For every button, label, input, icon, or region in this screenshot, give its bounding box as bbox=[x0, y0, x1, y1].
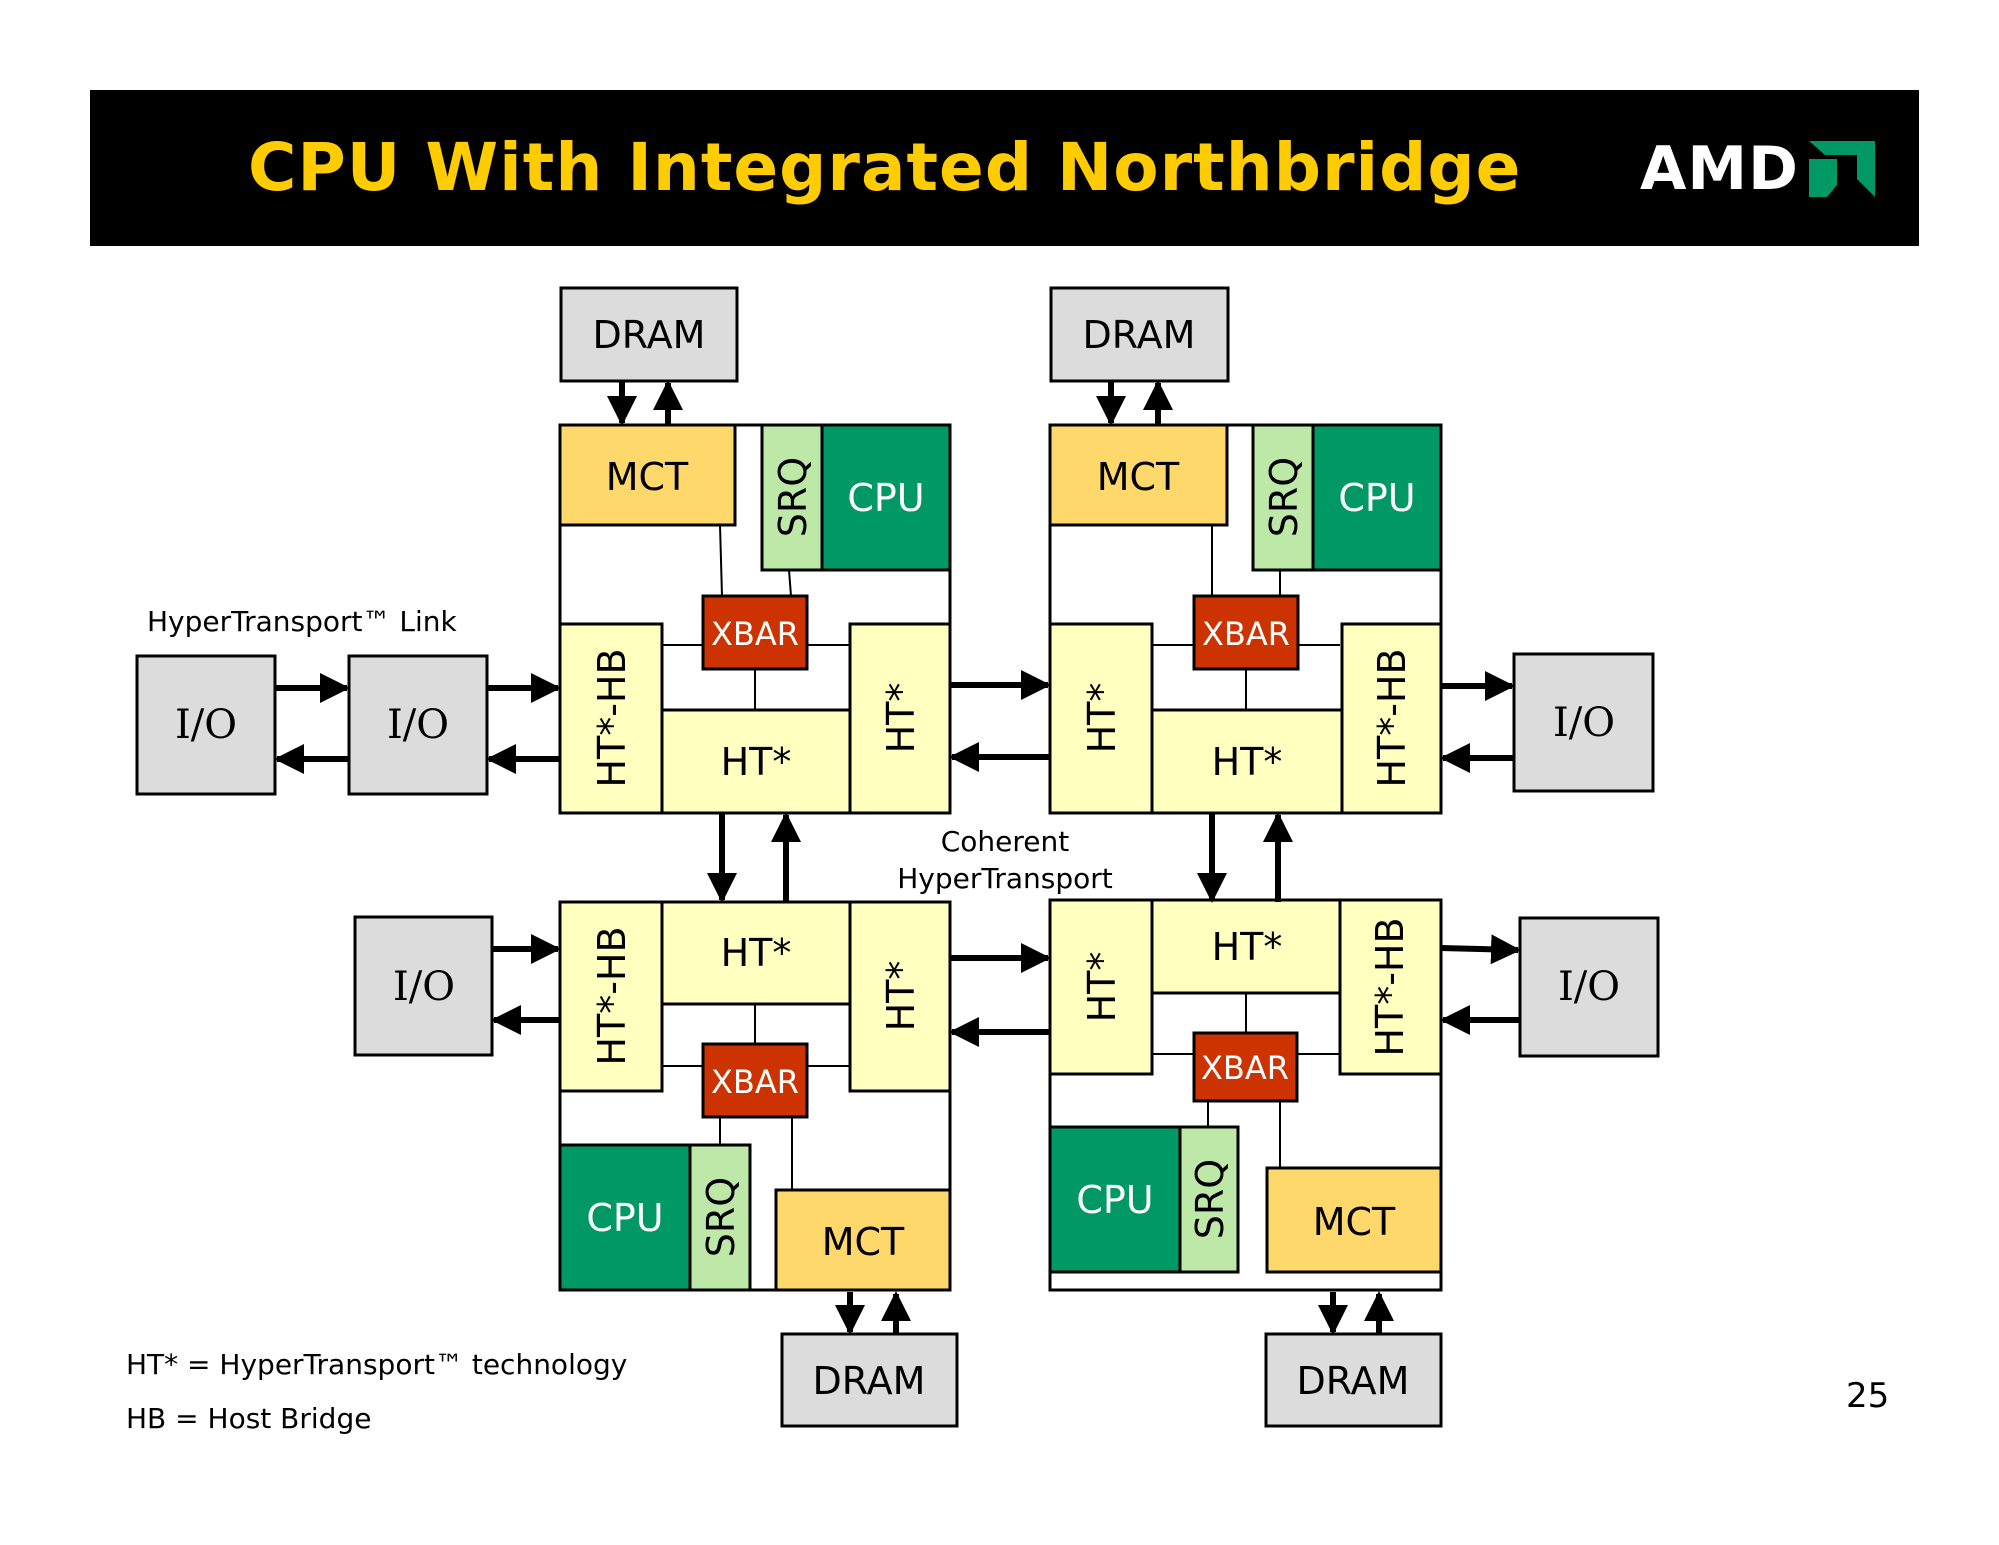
srq-label: SRQ bbox=[699, 1177, 743, 1257]
ht-side-block bbox=[1048, 898, 1154, 1076]
amd-logo-text: AMD bbox=[1640, 134, 1799, 204]
xbar-label: XBAR bbox=[1202, 615, 1290, 653]
ht-side-block bbox=[848, 622, 952, 815]
ht-block bbox=[1150, 898, 1344, 995]
io-label: I/O bbox=[387, 702, 449, 748]
ht-side-block bbox=[848, 900, 952, 1093]
coherent-ht-label-line2: HyperTransport bbox=[897, 862, 1113, 895]
cpu-label: CPU bbox=[586, 1196, 663, 1240]
cpu-label: CPU bbox=[1076, 1178, 1153, 1222]
dram-label: DRAM bbox=[1297, 1359, 1410, 1403]
node-bottom-left: HT*-HB HT* HT* XBAR CPU SRQ MCT bbox=[558, 900, 952, 1292]
srq-block bbox=[1178, 1125, 1240, 1274]
dram-block bbox=[1049, 286, 1230, 383]
ht-hb-label: HT*-HB bbox=[590, 648, 634, 787]
node-top-left: MCT SRQ CPU XBAR HT*-HB HT* HT* bbox=[558, 423, 952, 815]
cpu-label: CPU bbox=[847, 476, 924, 520]
ht-hb-block bbox=[1340, 622, 1443, 815]
mct-block bbox=[1265, 1166, 1443, 1274]
ht-side-label: HT* bbox=[1080, 952, 1124, 1023]
dram-label: DRAM bbox=[813, 1359, 926, 1403]
srq-label: SRQ bbox=[771, 457, 815, 537]
mct-label: MCT bbox=[1313, 1200, 1396, 1244]
ht-hb-label: HT*-HB bbox=[1370, 648, 1414, 787]
srq-block bbox=[760, 423, 824, 572]
ht-hb-block bbox=[1338, 898, 1443, 1076]
ht-hb-label: HT*-HB bbox=[1368, 917, 1412, 1056]
dram-label: DRAM bbox=[1083, 313, 1196, 357]
node-bottom-right: HT* HT* HT*-HB XBAR CPU SRQ MCT bbox=[1048, 898, 1443, 1292]
dram-block bbox=[780, 1332, 959, 1428]
srq-block bbox=[688, 1143, 752, 1292]
dram-block bbox=[1264, 1332, 1443, 1428]
mct-label: MCT bbox=[822, 1220, 905, 1264]
ht-label: HT* bbox=[721, 740, 792, 784]
ht-link-label: HyperTransport™ Link bbox=[147, 605, 458, 638]
io-block bbox=[353, 915, 494, 1057]
cpu-label: CPU bbox=[1338, 476, 1415, 520]
dram-block bbox=[559, 286, 739, 383]
mct-label: MCT bbox=[606, 455, 689, 499]
legend-hb: HB = Host Bridge bbox=[126, 1402, 372, 1435]
mct-label: MCT bbox=[1097, 455, 1180, 499]
io-label: I/O bbox=[393, 964, 455, 1010]
xbar-block bbox=[701, 594, 809, 671]
cpu-block bbox=[1311, 423, 1443, 572]
ht-side-label: HT* bbox=[879, 961, 923, 1032]
coherent-ht-label-line1: Coherent bbox=[941, 825, 1070, 858]
page-number: 25 bbox=[1846, 1376, 1890, 1416]
ht-label: HT* bbox=[721, 931, 792, 975]
ht-hb-block bbox=[558, 900, 664, 1093]
xbar-block bbox=[1192, 594, 1300, 671]
slide-title: CPU With Integrated Northbridge bbox=[248, 129, 1522, 206]
xbar-block bbox=[701, 1042, 809, 1119]
io-block bbox=[135, 654, 277, 796]
node-top-right: MCT SRQ CPU XBAR HT* HT* HT*-HB bbox=[1048, 423, 1443, 815]
cpu-block bbox=[1048, 1125, 1182, 1274]
ht-block bbox=[660, 900, 852, 1006]
mct-block bbox=[1048, 423, 1229, 527]
mct-block bbox=[774, 1188, 952, 1292]
srq-label: SRQ bbox=[1188, 1159, 1232, 1239]
io-block bbox=[347, 654, 489, 796]
io-block bbox=[1518, 916, 1660, 1058]
ht-hb-block bbox=[558, 622, 664, 815]
ht-side-label: HT* bbox=[1080, 683, 1124, 754]
wire bbox=[788, 569, 792, 597]
ht-label: HT* bbox=[1212, 740, 1283, 784]
wire bbox=[719, 524, 723, 597]
srq-label: SRQ bbox=[1262, 457, 1306, 537]
dram-label: DRAM bbox=[593, 313, 706, 357]
ht-label: HT* bbox=[1212, 925, 1283, 969]
ht-hb-label: HT*-HB bbox=[590, 926, 634, 1065]
io-block bbox=[1512, 652, 1655, 793]
io-label: I/O bbox=[1558, 964, 1620, 1010]
ht-side-label: HT* bbox=[879, 683, 923, 754]
cpu-block bbox=[820, 423, 952, 572]
xbar-label: XBAR bbox=[1201, 1049, 1289, 1087]
amd-logo: AMD bbox=[1640, 134, 1875, 204]
xbar-label: XBAR bbox=[711, 1063, 799, 1101]
xbar-block bbox=[1192, 1031, 1299, 1103]
title-bar: CPU With Integrated Northbridge AMD bbox=[90, 90, 1919, 246]
arrow-right bbox=[1440, 934, 1521, 965]
io-label: I/O bbox=[175, 702, 237, 748]
io-label: I/O bbox=[1553, 700, 1615, 746]
amd-arrow-icon bbox=[1808, 141, 1875, 197]
mct-block bbox=[558, 423, 737, 527]
xbar-label: XBAR bbox=[711, 615, 799, 653]
legend-ht: HT* = HyperTransport™ technology bbox=[126, 1348, 628, 1381]
cpu-block bbox=[558, 1143, 692, 1292]
